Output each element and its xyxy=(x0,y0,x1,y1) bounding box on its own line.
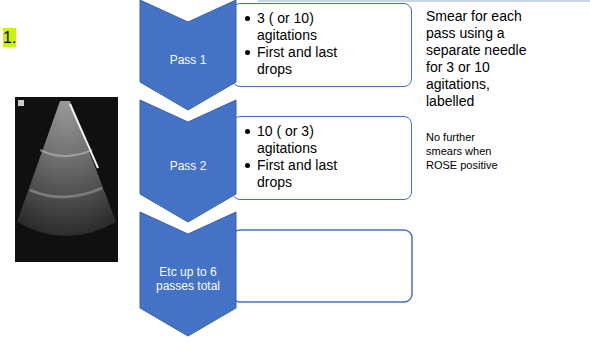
slide-number: 1. xyxy=(3,28,16,47)
process-box: 3 ( or 10) agitationsFirst and last drop… xyxy=(232,3,412,87)
chevron-fill xyxy=(140,212,236,336)
empty-box xyxy=(232,230,412,302)
ultrasound-fan xyxy=(17,101,116,236)
bullet-item: 3 ( or 10) agitations xyxy=(243,10,357,44)
chevron-fill xyxy=(140,0,236,110)
pass-label: Pass 2 xyxy=(146,159,230,173)
process-box: 10 ( or 3) agitationsFirst and last drop… xyxy=(232,116,412,200)
pass-label: Etc up to 6 passes total xyxy=(146,265,230,293)
pass-label: Pass 1 xyxy=(146,53,230,67)
ultrasound-echo xyxy=(40,150,92,156)
chevron-arrow: Etc up to 6 passes total xyxy=(140,212,236,336)
bullet-item: First and last drops xyxy=(243,44,357,78)
side-note: Smear for each pass using a separate nee… xyxy=(426,8,540,110)
chevron-arrow: Pass 1 xyxy=(140,0,236,110)
top-rule xyxy=(258,1,590,2)
chevron-arrow: Pass 2 xyxy=(140,100,236,222)
bullet-item: 10 ( or 3) agitations xyxy=(243,123,357,157)
needle-line xyxy=(70,104,98,168)
side-note: No further smears when ROSE positive xyxy=(426,130,512,172)
ultrasound-image xyxy=(15,97,118,262)
bullet-item: First and last drops xyxy=(243,157,357,191)
chevron-fill xyxy=(140,100,236,222)
ultrasound-echo xyxy=(30,188,102,197)
ultrasound-marker xyxy=(18,100,24,106)
